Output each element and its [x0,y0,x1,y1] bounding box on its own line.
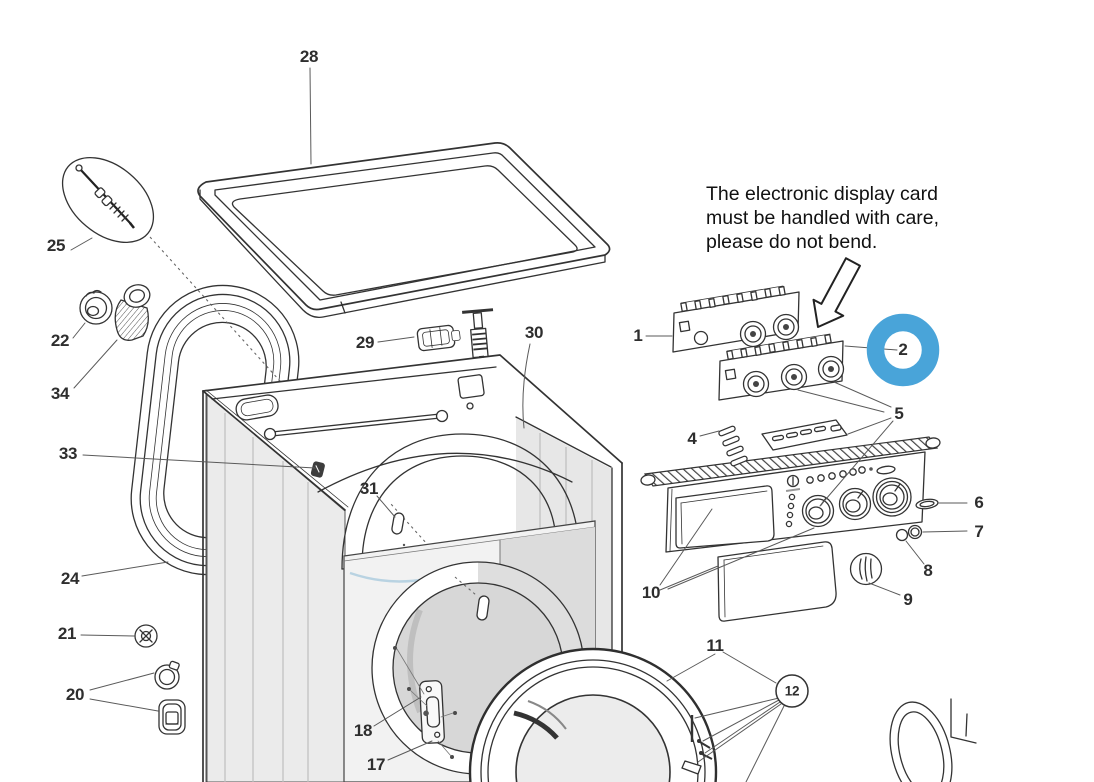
display-board-1 [672,285,800,353]
part-label-25: 25 [46,236,66,255]
part-label-22: 22 [50,331,70,350]
part-label-17: 17 [366,755,386,774]
door-ring [468,647,718,782]
lid-lock [310,461,325,478]
door-screws [681,715,713,775]
handling-note-line: please do not bend. [706,231,878,253]
door-hinge [419,680,445,744]
leader-lines [70,67,968,761]
callout-circle-12 [775,674,809,708]
part-label-1: 1 [633,326,643,345]
handling-note-line: must be handled with care, [706,207,940,229]
part-label-34: 34 [50,384,70,403]
indicator-dots [785,493,796,528]
brand-logo [785,474,801,492]
valve-bracket-34 [114,284,151,341]
drawer-flap [717,541,837,622]
part-label-11: 11 [706,636,724,655]
part-label-21: 21 [57,624,77,643]
display-board-2 [718,333,845,401]
oval-button-6 [915,498,939,510]
leader-lines-12 [694,697,785,782]
timer-knob-9 [849,552,883,586]
inlet-grommet-22 [79,289,113,325]
part-label-8: 8 [923,561,933,580]
part-label-2-highlighted: 2 [898,340,908,359]
door-glass-bowl [889,698,977,782]
part-label-30: 30 [524,323,544,342]
part-label-10: 10 [641,583,661,602]
clamp-and-cup-20 [154,660,186,735]
cap-21 [134,624,158,648]
handling-note-line: The electronic display card [706,183,938,205]
part-label-6: 6 [974,493,984,512]
contact-springs-4 [718,425,748,467]
part-label-29: 29 [355,333,375,352]
hose-clamp-29 [416,324,461,352]
control-panel [640,419,941,622]
part-label-24: 24 [60,569,80,588]
top-lid [197,142,611,318]
part-label-7: 7 [974,522,984,541]
part-label-9: 9 [903,590,913,609]
transport-bolt [462,308,494,359]
part-label-20: 20 [65,685,85,704]
part-label-4: 4 [687,429,697,448]
part-label-12-circled: 12 [784,683,800,699]
highlight-ring [866,313,940,387]
part-label-31: 31 [359,479,379,498]
slotted-bracket-5 [761,419,848,451]
part-label-33: 33 [58,444,78,463]
part-label-28: 28 [299,47,319,66]
button-row [806,465,896,484]
round-buttons-7-8 [895,524,923,542]
shipping-kit-ellipse [61,156,155,244]
handling-note: The electronic display card must be hand… [706,182,1016,254]
part-label-5: 5 [894,404,904,423]
detergent-drawer-opening [675,485,775,549]
part-label-18: 18 [353,721,373,740]
down-arrow-icon [812,257,861,328]
